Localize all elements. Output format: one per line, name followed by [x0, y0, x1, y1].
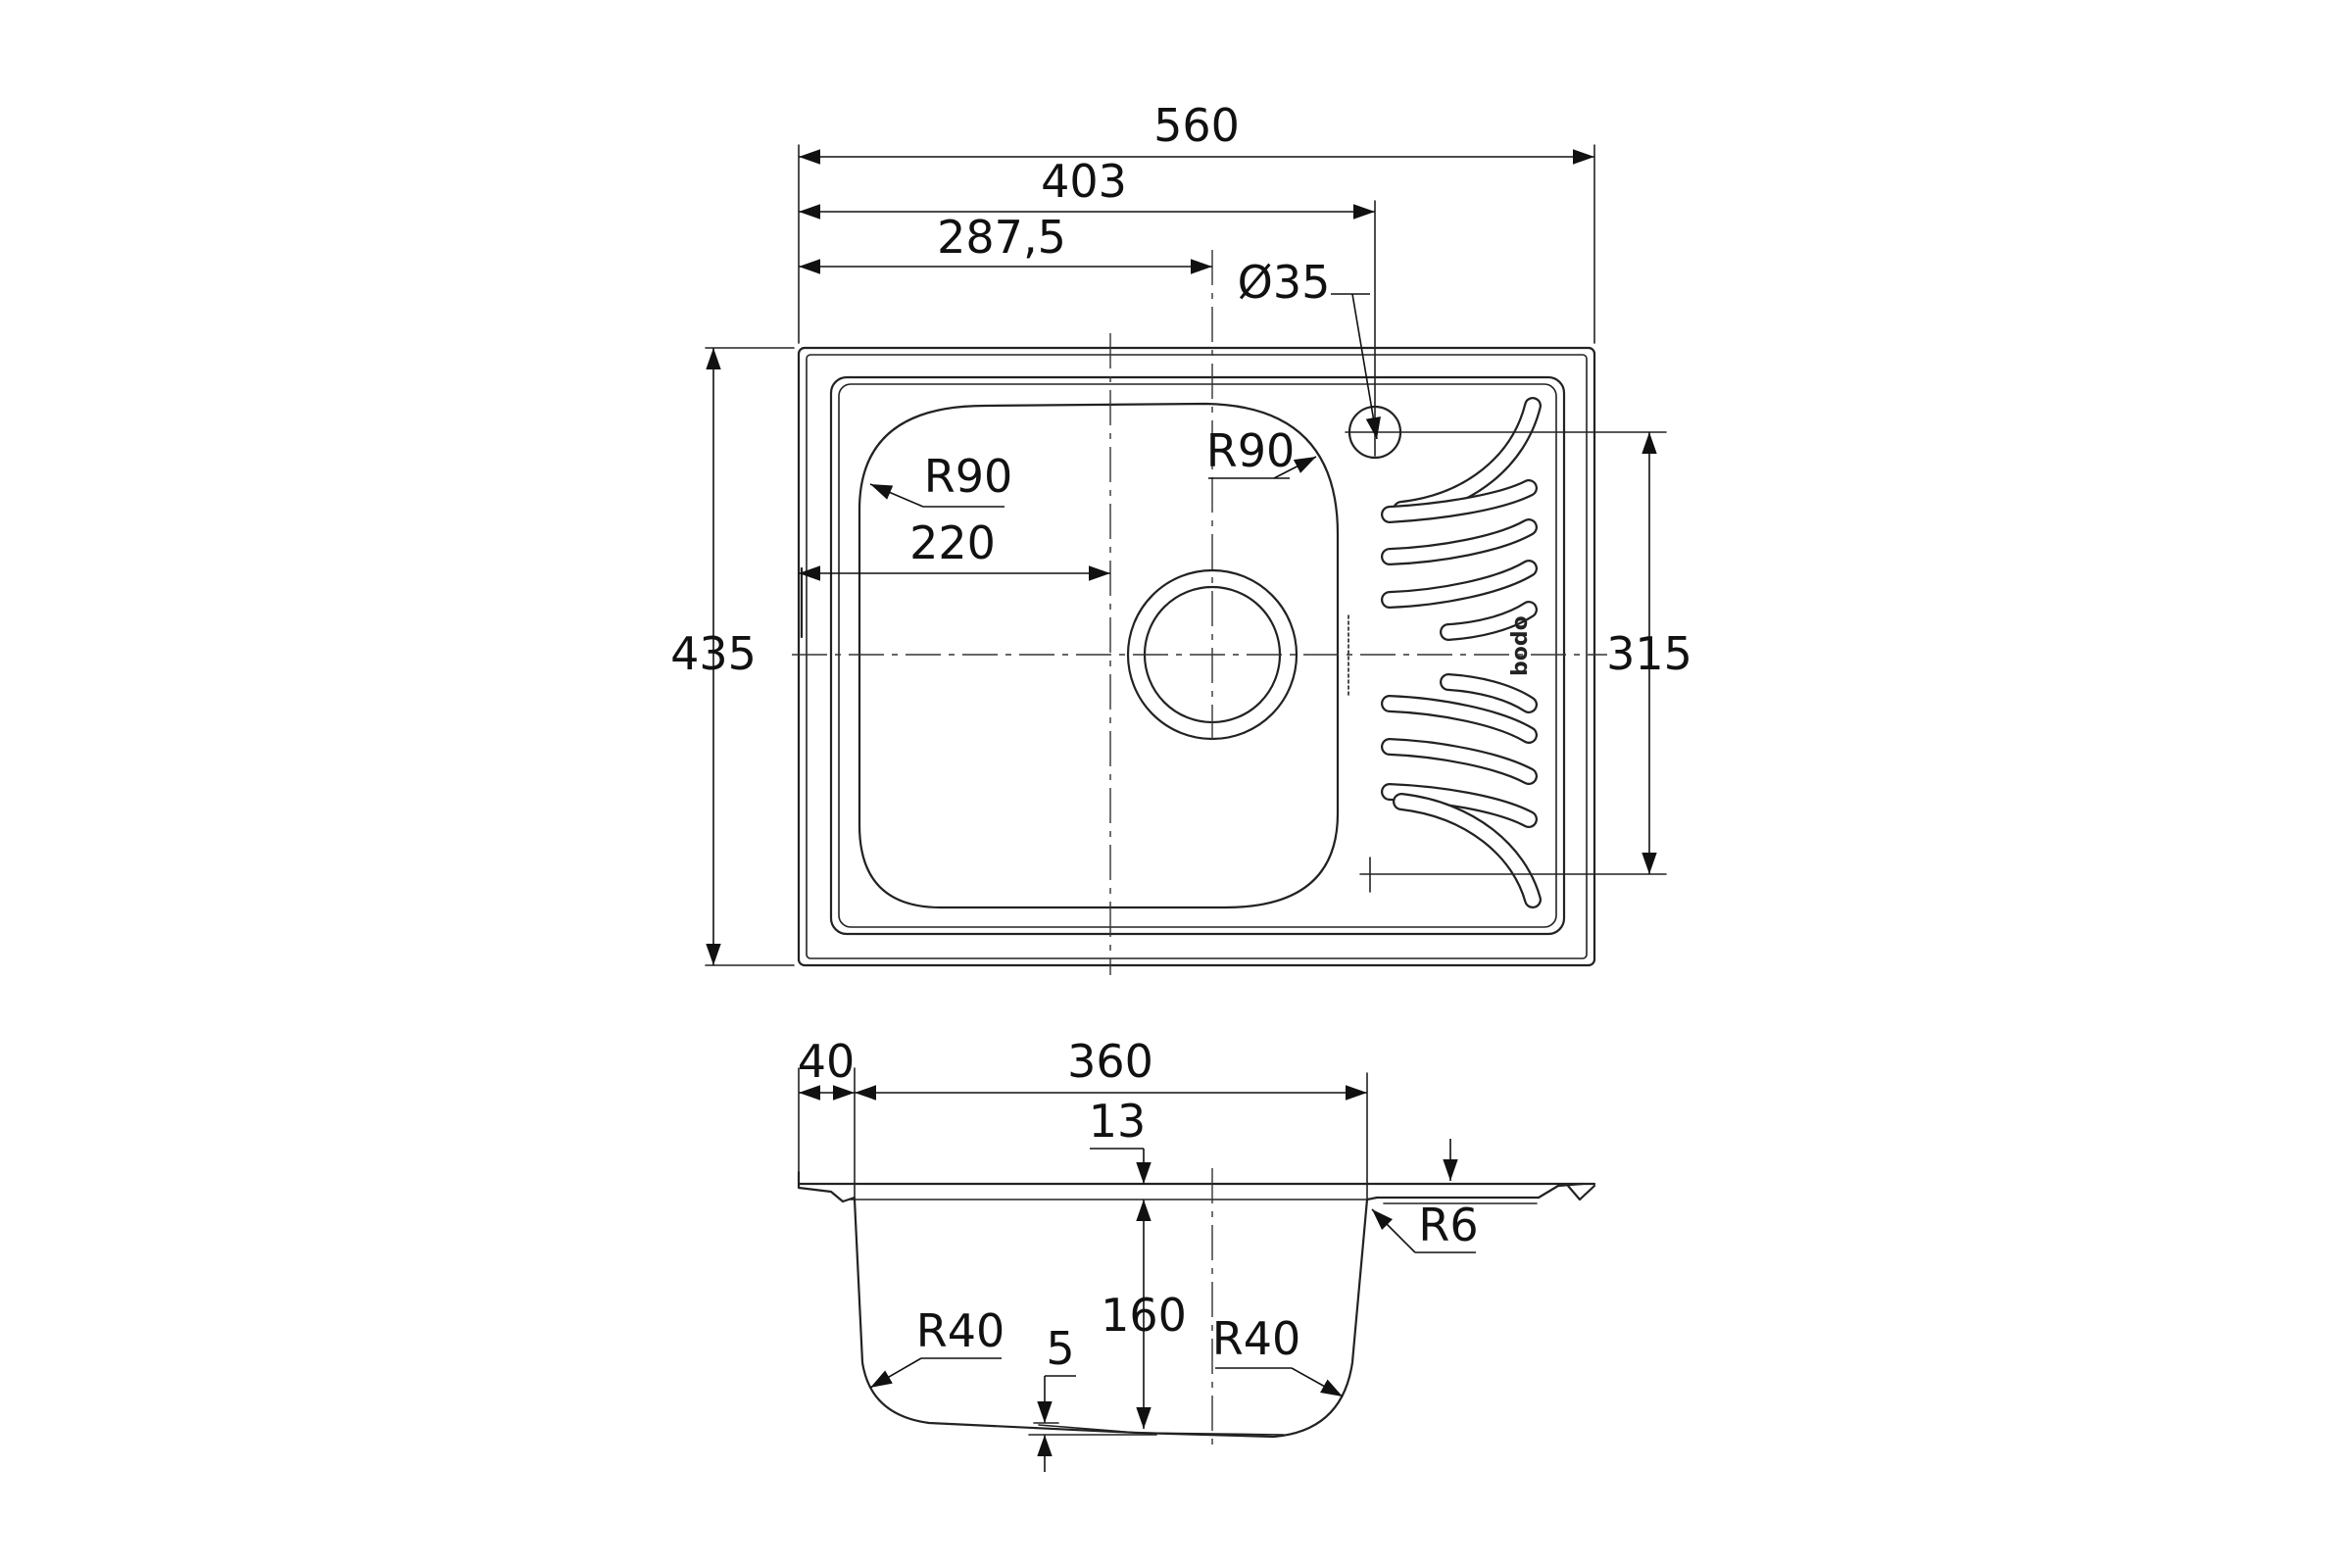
- bowl-profile: [853, 1198, 1369, 1439]
- brand-logo: bodo: [1508, 615, 1533, 676]
- dim-220: 220: [909, 516, 996, 569]
- groove-7-inner: [1383, 697, 1536, 742]
- leader-r90-right: [1273, 456, 1317, 479]
- left-flange: [797, 1170, 857, 1203]
- dim-360: 360: [1067, 1035, 1153, 1088]
- dim-560: 560: [1153, 99, 1240, 152]
- sink-deck-inner-line: [838, 383, 1557, 928]
- dim-287-5: 287,5: [937, 211, 1066, 264]
- groove-4-inner: [1383, 562, 1536, 607]
- dim-r40-right: R40: [1212, 1312, 1301, 1365]
- leader-r90-left: [869, 483, 924, 508]
- groove-outer-lower-inner: [1395, 795, 1540, 906]
- bowl-outline: [858, 402, 1340, 909]
- leader-r40-left: [869, 1357, 922, 1389]
- leader-r40-right: [1291, 1367, 1344, 1397]
- top-view: bodo 560 403 287,5 Ø35 R90 R: [670, 99, 1692, 975]
- dim-13: 13: [1089, 1095, 1147, 1148]
- dim-r90-right: R90: [1206, 424, 1296, 477]
- sink-rim-inner-line: [806, 354, 1588, 959]
- groove-8-inner: [1383, 740, 1536, 783]
- dim-r40-left: R40: [916, 1304, 1005, 1357]
- dim-diameter-35: Ø35: [1238, 256, 1331, 309]
- sink-outer-rim: [797, 346, 1596, 967]
- sink-deck: [829, 375, 1566, 936]
- side-view: 40 360 13 160 R40 R40 5 R6: [797, 1035, 1596, 1472]
- dim-403: 403: [1041, 155, 1127, 208]
- dim-5: 5: [1046, 1322, 1074, 1375]
- drainboard-profile: [1365, 1182, 1585, 1201]
- groove-5-inner: [1442, 603, 1536, 639]
- dim-315: 315: [1606, 627, 1692, 680]
- dim-r90-left: R90: [924, 450, 1013, 503]
- groove-2-inner: [1383, 481, 1536, 521]
- dim-435: 435: [670, 627, 757, 680]
- leader-diameter-diag: [1351, 293, 1381, 440]
- groove-9-inner: [1383, 785, 1536, 826]
- right-end-lip: [1566, 1184, 1596, 1201]
- leader-r6: [1371, 1208, 1416, 1253]
- groove-6-inner: [1442, 675, 1536, 711]
- dim-160: 160: [1101, 1289, 1187, 1342]
- drainboard-grooves: [1381, 397, 1542, 908]
- bowl-bottom-slope: [1038, 1424, 1285, 1436]
- groove-3-inner: [1383, 520, 1536, 564]
- dim-r6: R6: [1418, 1199, 1478, 1251]
- dim-40: 40: [798, 1035, 856, 1088]
